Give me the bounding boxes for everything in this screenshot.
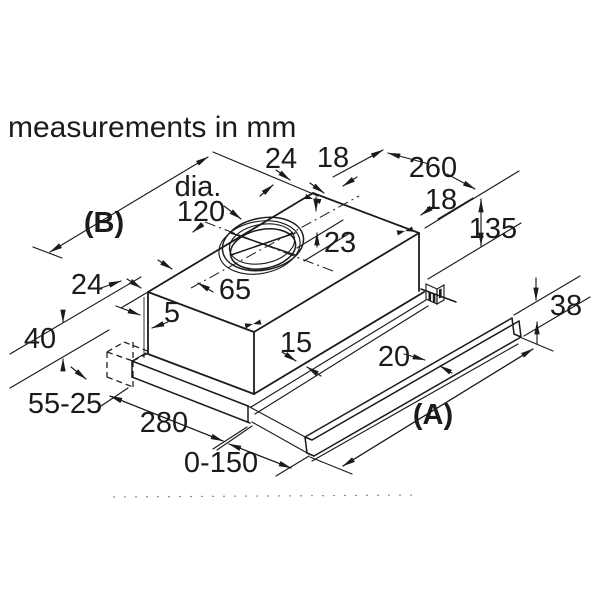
hidden-wall-box: [106, 297, 151, 388]
dim-duct-diameter-label: 120: [177, 196, 225, 228]
dim-rear-height-label: 40: [24, 323, 56, 355]
pullout-visor: [247, 299, 519, 462]
dim-top-offset-b-label: 18: [317, 142, 349, 174]
dim-rear-gap-label: 5: [164, 297, 180, 329]
reference-baseline: [112, 494, 419, 498]
dim-collar-depth-label: 23: [324, 227, 356, 259]
part-a-label: (A): [413, 399, 453, 431]
dim-handle-depth-label: 20: [378, 341, 410, 373]
dim-rail-width-label: 15: [280, 327, 312, 359]
duct-outlet: [190, 195, 360, 289]
units-note: measurements in mm: [8, 111, 296, 144]
handle-bar: [304, 317, 522, 457]
dim-body-height-label: 135: [469, 213, 517, 245]
part-b-label: (B): [84, 207, 124, 239]
mounting-bracket: [425, 283, 445, 305]
hood-body: [147, 192, 457, 395]
dim-right-offset-label: 18: [425, 184, 457, 216]
dim-top-offset-a-label: 24: [265, 143, 297, 175]
centerline-d2: [190, 195, 360, 289]
dim-wall-clearance-label: 55-25: [28, 388, 102, 420]
centerline-d1: [204, 221, 334, 272]
dim-pullout-extension-label: 0-150: [184, 447, 258, 479]
dim-base-depth-label: 280: [140, 407, 188, 439]
dia-prefix-label: dia.: [175, 171, 222, 203]
dim-handle-height-label: 38: [550, 290, 582, 322]
dimension-lines: [9, 149, 591, 477]
dim-duct-center-label: 65: [219, 274, 251, 306]
screw-mark-icon: [244, 194, 414, 329]
dim-left-offset-label: 24: [71, 269, 103, 301]
dim-body-depth-label: 260: [409, 152, 457, 184]
